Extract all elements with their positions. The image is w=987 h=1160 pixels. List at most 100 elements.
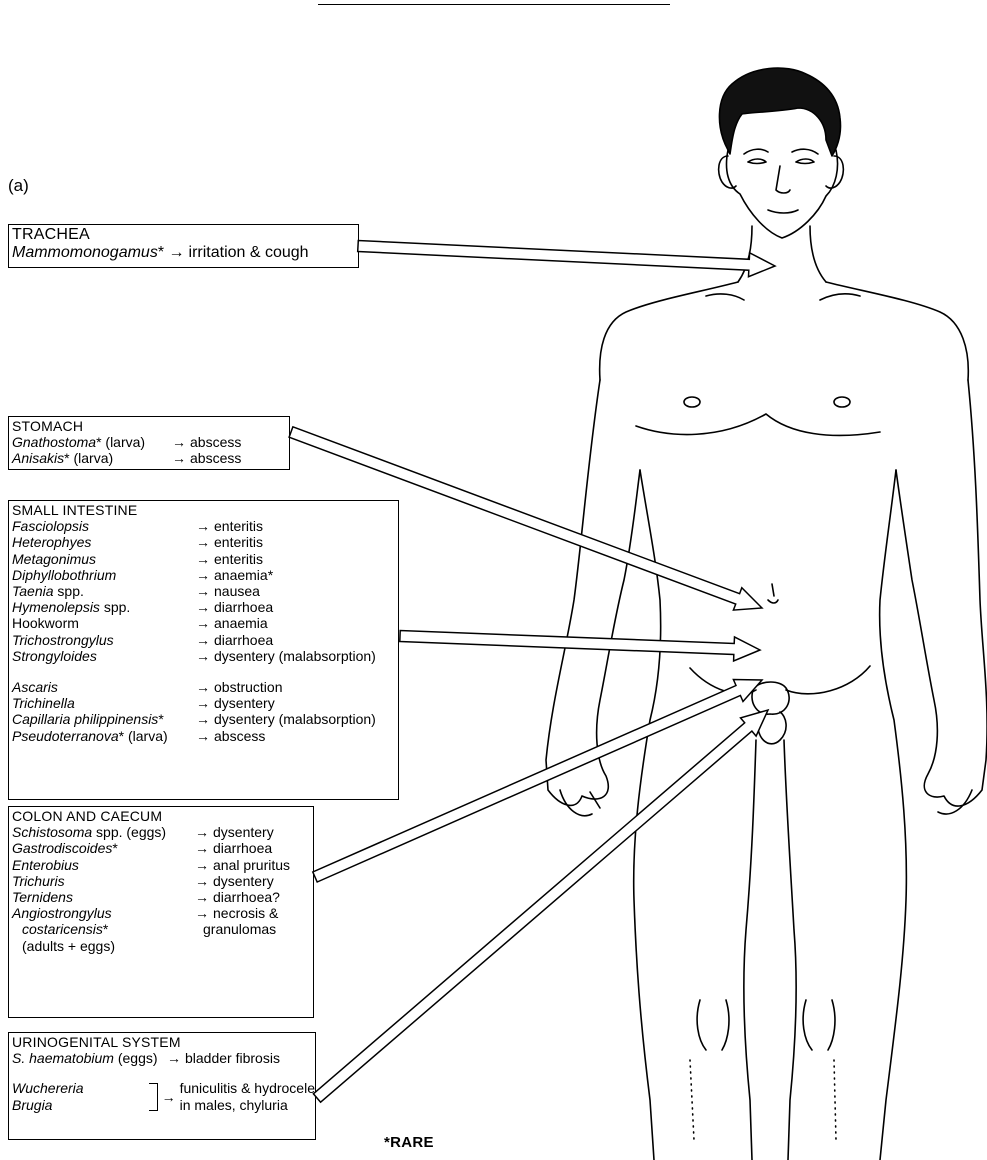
right-knee [803, 1000, 835, 1050]
parasite-name: Brugia [12, 1097, 149, 1113]
effect: diarrhoea [214, 632, 273, 648]
neck [738, 226, 826, 282]
parasite-name: S. haematobium [12, 1050, 114, 1066]
trachea-title: TRACHEA [12, 226, 358, 244]
arrow-glyph: → [196, 615, 214, 631]
parasite-name: Strongyloides [12, 648, 97, 664]
effect: abscess [214, 728, 265, 744]
parasite-suffix: * [112, 840, 117, 856]
list-item: S. haematobium (eggs)→bladder fibrosis [12, 1050, 315, 1066]
parasite-name: Trichuris [12, 873, 65, 889]
list-item: Gastrodiscoides*→diarrhoea [12, 840, 313, 856]
urinogenital-box: URINOGENITAL SYSTEM S. haematobium (eggs… [8, 1032, 316, 1140]
list-item: Taenia spp.→nausea [12, 583, 398, 599]
torso [600, 282, 969, 380]
list-item: Anisakis* (larva)→abscess [12, 450, 289, 466]
nose [776, 166, 790, 193]
parasite-name: Angiostrongylus [12, 905, 112, 921]
parasite-name: Taenia [12, 583, 54, 599]
left-inner-leg [744, 740, 756, 1160]
list-item: Hymenolepsis spp.→diarrhoea [12, 599, 398, 615]
effect: enteritis [214, 551, 263, 567]
list-item: Enterobius →anal pruritus [12, 857, 313, 873]
list-item: Schistosoma spp. (eggs)→dysentery [12, 824, 313, 840]
arrow-glyph: → [196, 567, 214, 583]
arrow-glyph: → [196, 711, 214, 727]
arrow-glyph: → [162, 1089, 180, 1105]
parasite-name: Ascaris [12, 679, 58, 695]
effect: dysentery (malabsorption) [214, 648, 376, 664]
arrow-glyph: → [169, 244, 189, 262]
effect: enteritis [214, 518, 263, 534]
arrow-glyph: → [196, 518, 214, 534]
stomach-title: STOMACH [12, 418, 289, 434]
effect: diarrhoea [213, 840, 272, 856]
parasite-name: Schistosoma [12, 824, 92, 840]
effect: nausea [214, 583, 260, 599]
pectoral-line [636, 414, 880, 435]
parasite-name: Wuchereria [12, 1080, 149, 1096]
effect: dysentery [214, 695, 275, 711]
parasite-name: Capillaria philippinensis [12, 711, 158, 727]
parasite-name: Diphyllobothrium [12, 567, 116, 583]
list-item: Fasciolopsis→enteritis [12, 518, 398, 534]
parasite-name: Hookworm [12, 615, 79, 631]
urinogenital-title: URINOGENITAL SYSTEM [12, 1034, 315, 1050]
list-item: costaricensis* granulomas [12, 921, 313, 937]
arrow-glyph: → [196, 728, 214, 744]
effect: diarrhoea [214, 599, 273, 615]
parasite-name: Trichostrongylus [12, 632, 114, 648]
left-arm [546, 380, 640, 805]
parasite-name: Enterobius [12, 857, 79, 873]
navel [768, 584, 778, 603]
effect: necrosis & [213, 905, 278, 921]
arrow-glyph: → [195, 873, 213, 889]
parasite-suffix: * [103, 921, 108, 937]
parasite-name: costaricensis [22, 921, 103, 937]
trachea-row: Mammomonogamus* →irritation & cough [12, 244, 358, 262]
list-item: Ascaris→obstruction [12, 679, 398, 695]
filaria-group: Wuchereria Brugia → funiculitis & hydroc… [12, 1080, 315, 1112]
right-shin-dots [834, 1060, 836, 1140]
parasite-name: Mammomonogamus [12, 244, 158, 261]
effect: anaemia* [214, 567, 273, 583]
groin-line [690, 666, 870, 694]
left-eyebrow [744, 149, 768, 154]
parasite-suffix: * [158, 244, 164, 261]
colon-title: COLON AND CAECUM [12, 808, 313, 824]
effect: anal pruritus [213, 857, 290, 873]
bracket-icon [149, 1083, 158, 1111]
parasite-suffix: * (larva) [119, 728, 168, 744]
arrow-glyph: → [172, 434, 190, 450]
effect: funiculitis & hydrocele [180, 1080, 315, 1096]
arrow-glyph: → [196, 599, 214, 615]
arrow-glyph: → [195, 905, 213, 921]
collarbones [706, 294, 860, 300]
left-knee [697, 1000, 729, 1050]
list-item: Trichuris→dysentery [12, 873, 313, 889]
parasite-name: Gnathostoma [12, 434, 96, 450]
arrow-glyph: → [195, 857, 213, 873]
list-item: Trichinella→dysentery [12, 695, 398, 711]
effect: granulomas [185, 921, 276, 937]
effect: diarrhoea? [213, 889, 280, 905]
parasite-suffix: (eggs) [114, 1050, 158, 1066]
list-item: Gnathostoma* (larva)→abscess [12, 434, 289, 450]
arrow-glyph: → [196, 534, 214, 550]
arrow-glyph: → [195, 840, 213, 856]
list-item: Ternidens→diarrhoea? [12, 889, 313, 905]
effect: anaemia [214, 615, 268, 631]
effect: enteritis [214, 534, 263, 550]
genitals [752, 682, 789, 744]
parasite-suffix: * (larva) [96, 434, 145, 450]
parasite-name: Pseudoterranova [12, 728, 119, 744]
arrow-glyph: → [196, 632, 214, 648]
left-shin-dots [690, 1060, 694, 1140]
small-intestine-title: SMALL INTESTINE [12, 502, 398, 518]
hair [719, 68, 840, 156]
parasite-name: Anisakis [12, 450, 64, 466]
parasite-suffix: * [158, 711, 163, 727]
effect: dysentery [213, 824, 274, 840]
